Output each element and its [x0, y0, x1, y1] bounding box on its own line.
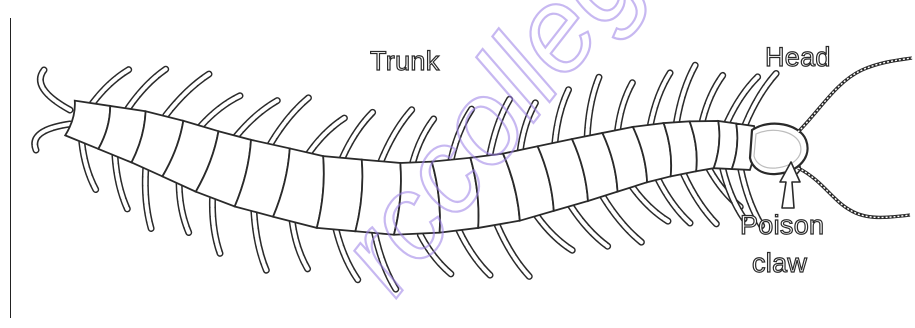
- label-poison: Poison: [740, 212, 824, 239]
- label-trunk: Trunk: [370, 48, 440, 75]
- label-head: Head: [765, 44, 831, 71]
- label-claw: claw: [752, 250, 807, 277]
- centipede-antennae: [798, 58, 912, 217]
